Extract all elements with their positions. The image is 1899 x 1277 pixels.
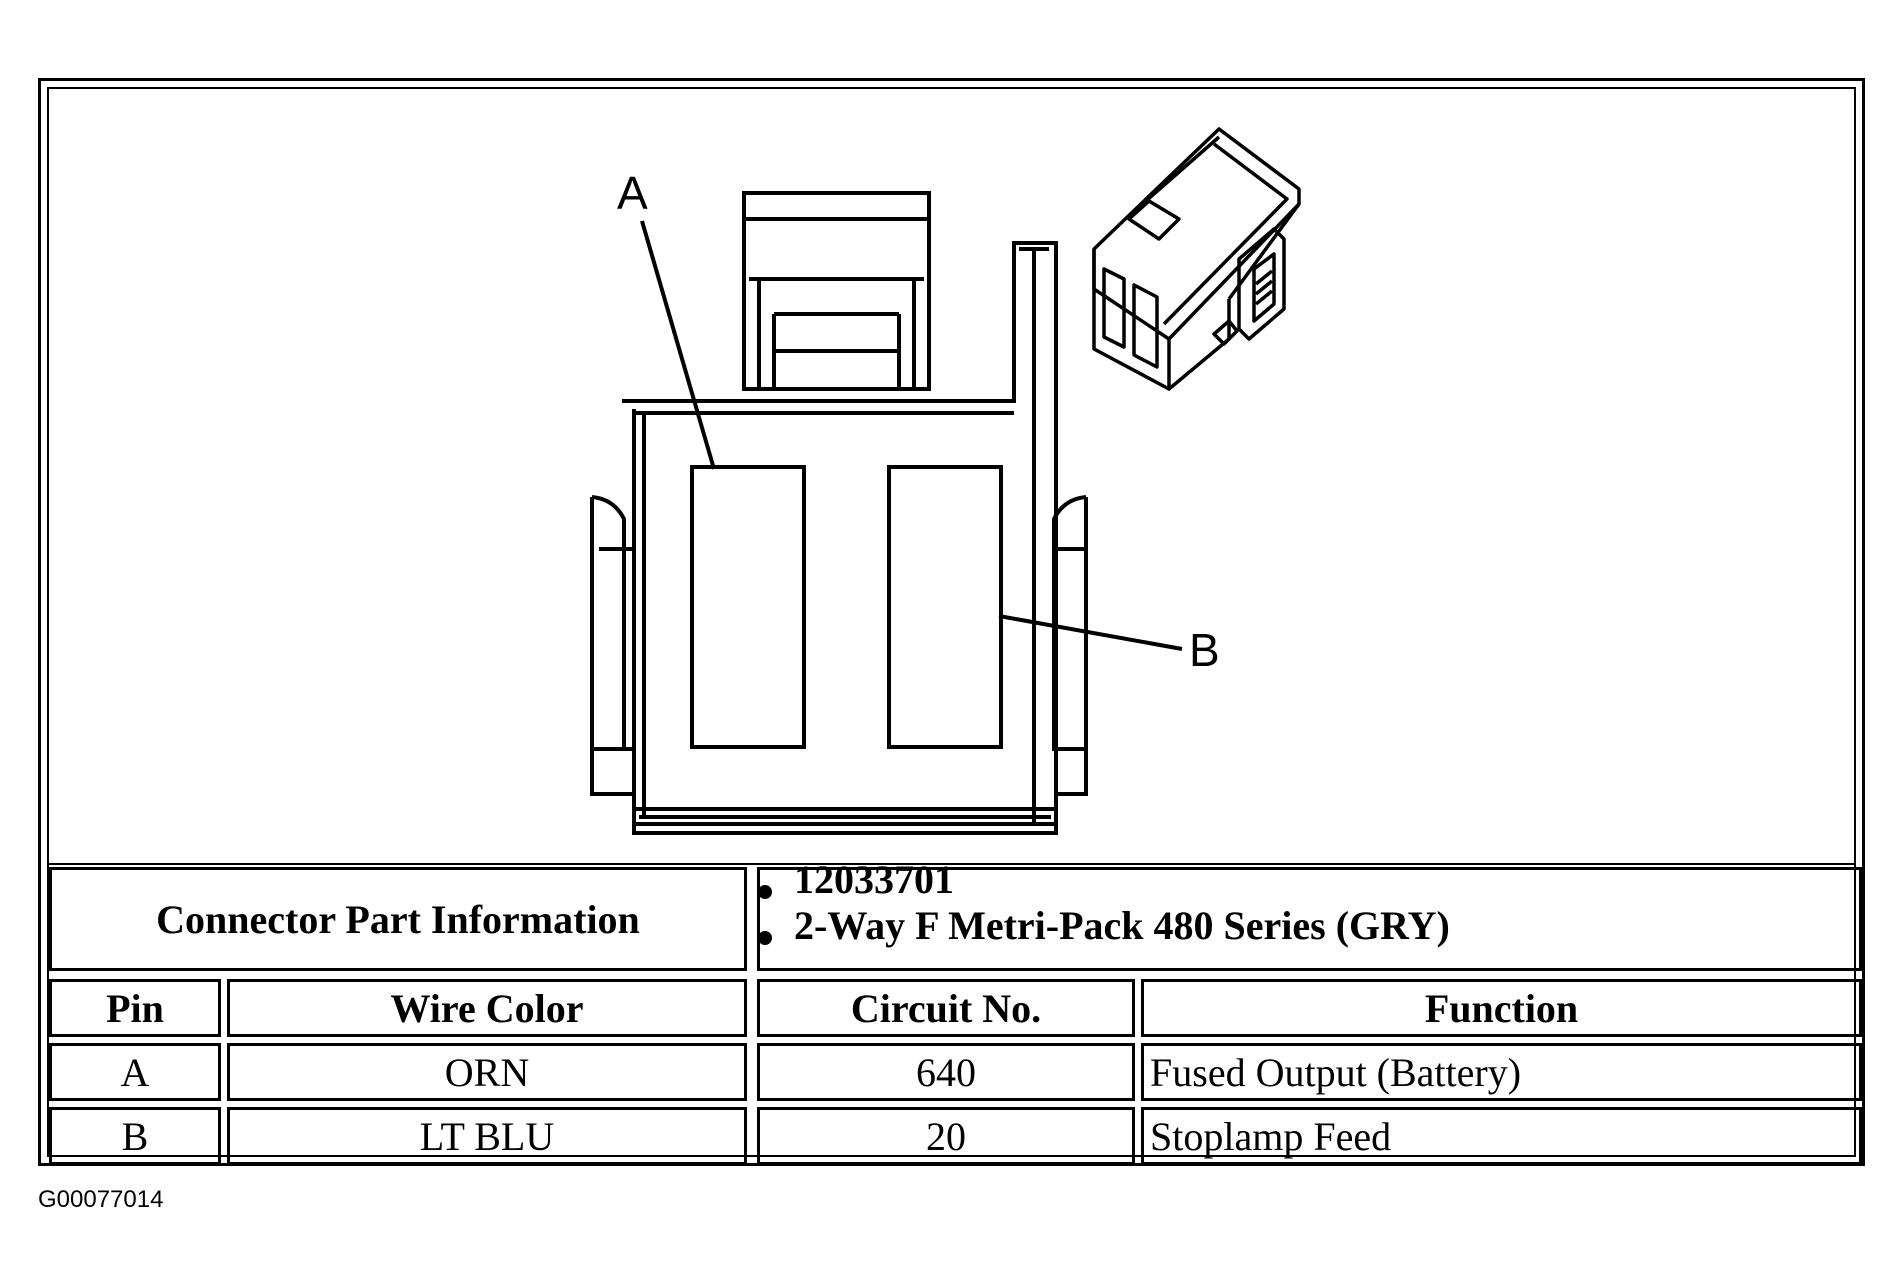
- table-row-a-function: Fused Output (Battery): [1141, 1043, 1862, 1101]
- connector-info-line-part-number: 12033701: [758, 856, 954, 903]
- table-row-b-function: Stoplamp Feed: [1141, 1107, 1862, 1165]
- function-value: Fused Output (Battery): [1150, 1049, 1522, 1095]
- callout-a: A: [617, 167, 648, 219]
- table-row-b-circuit-no: 20: [757, 1107, 1135, 1165]
- bullet-icon: [758, 884, 772, 899]
- connector-drawing: A B: [590, 127, 1301, 835]
- diagram-inner-border: A B: [47, 87, 1862, 1165]
- wire-color-value: LT BLU: [419, 1113, 555, 1159]
- header-circuit-no: Circuit No.: [757, 979, 1135, 1037]
- connector-info-value-cell: [757, 867, 1862, 971]
- circuit-no-value: 640: [916, 1049, 976, 1095]
- header-wire-color-label: Wire Color: [390, 985, 584, 1031]
- header-function-label: Function: [1424, 985, 1579, 1031]
- header-wire-color: Wire Color: [227, 979, 747, 1037]
- table-row-b-pin: B: [49, 1107, 221, 1165]
- circuit-no-value: 20: [926, 1113, 966, 1159]
- connector-description: 2-Way F Metri-Pack 480 Series (GRY): [794, 903, 1450, 948]
- bullet-icon: [758, 930, 772, 945]
- right-rib: [1056, 497, 1088, 796]
- table-row-a-pin: A: [49, 1043, 221, 1101]
- cavity-a: [690, 465, 806, 749]
- table-row-b-wire-color: LT BLU: [227, 1107, 747, 1165]
- table-row-a-circuit-no: 640: [757, 1043, 1135, 1101]
- connector-info-list: 12033701 2-Way F Metri-Pack 480 Series (…: [758, 856, 1858, 962]
- part-number: 12033701: [794, 857, 954, 902]
- pin-value: A: [120, 1049, 150, 1095]
- table-row-a-wire-color: ORN: [227, 1043, 747, 1101]
- header-pin: Pin: [49, 979, 221, 1037]
- leader-line-a: [640, 220, 716, 470]
- connector-figure-panel: A B: [49, 89, 1854, 865]
- cavity-b: [887, 465, 1003, 749]
- connector-info-label: Connector Part Information: [156, 896, 640, 942]
- function-value: Stoplamp Feed: [1150, 1113, 1392, 1159]
- connector-body: [622, 241, 1058, 826]
- connector-latch: [742, 191, 931, 391]
- connector-isometric-view: [1092, 127, 1301, 391]
- callout-b: B: [1189, 624, 1220, 676]
- header-function: Function: [1141, 979, 1862, 1037]
- diagram-frame: A B: [38, 78, 1865, 1166]
- figure-id: G00077014: [38, 1186, 164, 1213]
- header-circuit-no-label: Circuit No.: [850, 985, 1042, 1031]
- wire-color-value: ORN: [444, 1049, 530, 1095]
- connector-bottom-rail: [632, 807, 1058, 835]
- pin-value: B: [121, 1113, 149, 1159]
- leader-line-b: [998, 614, 1183, 651]
- connector-info-label-cell: Connector Part Information: [49, 867, 747, 971]
- connector-info-line-description: 2-Way F Metri-Pack 480 Series (GRY): [758, 902, 1450, 949]
- left-rib: [590, 497, 634, 796]
- header-pin-label: Pin: [106, 985, 164, 1031]
